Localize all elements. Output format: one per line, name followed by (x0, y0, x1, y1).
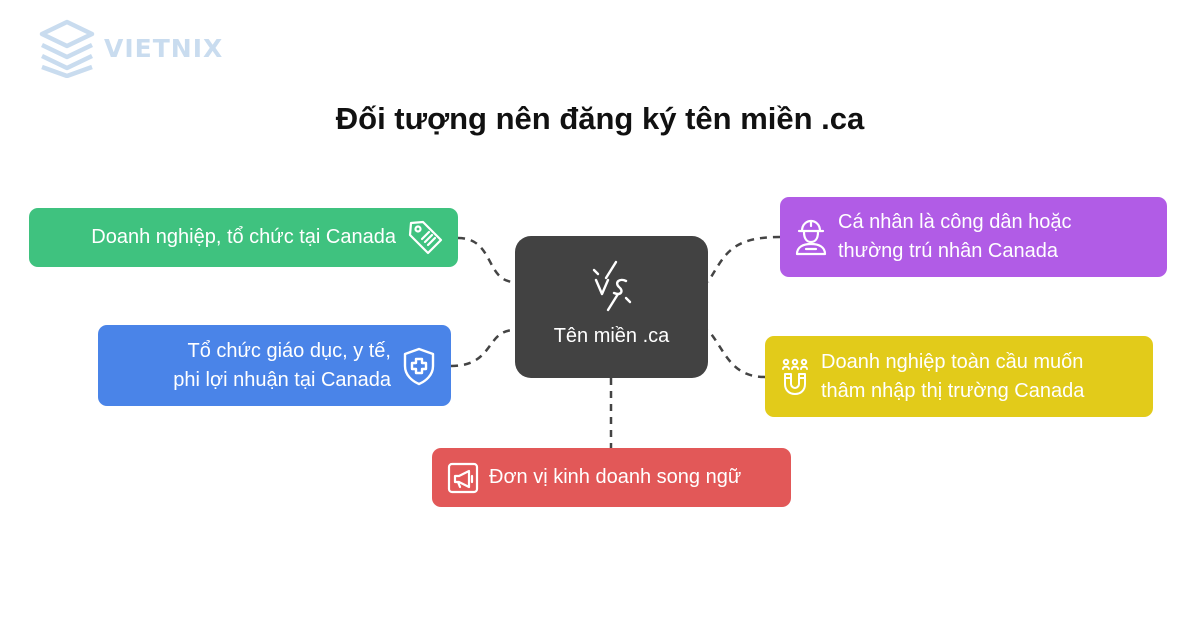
center-node: Tên miền .ca (515, 236, 708, 378)
node-label: Doanh nghiệp, tổ chức tại Canada (91, 226, 396, 248)
node-label: Cá nhân là công dân hoặc thường trú nhân… (838, 208, 1072, 266)
brand-name: VIETNIX (104, 33, 224, 63)
node-businesses-canada: Doanh nghiệp, tổ chức tại Canada (29, 208, 458, 267)
brand-logo: VIETNIX (38, 18, 223, 78)
node-label: Tổ chức giáo dục, y tế, phi lợi nhuận tạ… (173, 337, 391, 395)
node-global-businesses: Doanh nghiệp toàn cầu muốn thâm nhập thị… (765, 336, 1153, 417)
connector-right-top (706, 235, 781, 283)
node-label-line2: thâm nhập thị trường Canada (821, 379, 1085, 402)
vs-spark-icon (592, 260, 632, 312)
node-label-line2: phi lợi nhuận tại Canada (173, 368, 391, 391)
megaphone-icon (447, 462, 479, 493)
node-bilingual-business: Đơn vị kinh doanh song ngữ (432, 448, 791, 507)
node-label-line2: thường trú nhân Canada (838, 240, 1058, 262)
price-tag-icon (408, 220, 443, 254)
node-label-line1: Cá nhân là công dân hoặc (838, 211, 1072, 233)
magnet-people-icon (782, 358, 808, 395)
node-label-line1: Tổ chức giáo dục, y tế, (187, 339, 392, 362)
node-education-health-nonprofit: Tổ chức giáo dục, y tế, phi lợi nhuận tạ… (98, 325, 451, 406)
connector-left-top (457, 236, 516, 284)
node-citizens-residents: Cá nhân là công dân hoặc thường trú nhân… (780, 197, 1167, 277)
node-label: Đơn vị kinh doanh song ngữ (489, 466, 742, 488)
node-label-line1: Doanh nghiệp toàn cầu muốn (821, 350, 1084, 373)
connector-right-bottom (707, 329, 766, 379)
node-label: Doanh nghiệp toàn cầu muốn thâm nhập thị… (821, 348, 1084, 406)
connector-left-bottom (450, 328, 516, 368)
diagram-title: Đối tượng nên đăng ký tên miền .ca (335, 101, 865, 136)
center-label: Tên miền .ca (553, 325, 670, 347)
worker-person-icon (795, 219, 827, 256)
vietnix-logo-icon (39, 19, 95, 78)
medical-shield-icon (403, 347, 435, 385)
